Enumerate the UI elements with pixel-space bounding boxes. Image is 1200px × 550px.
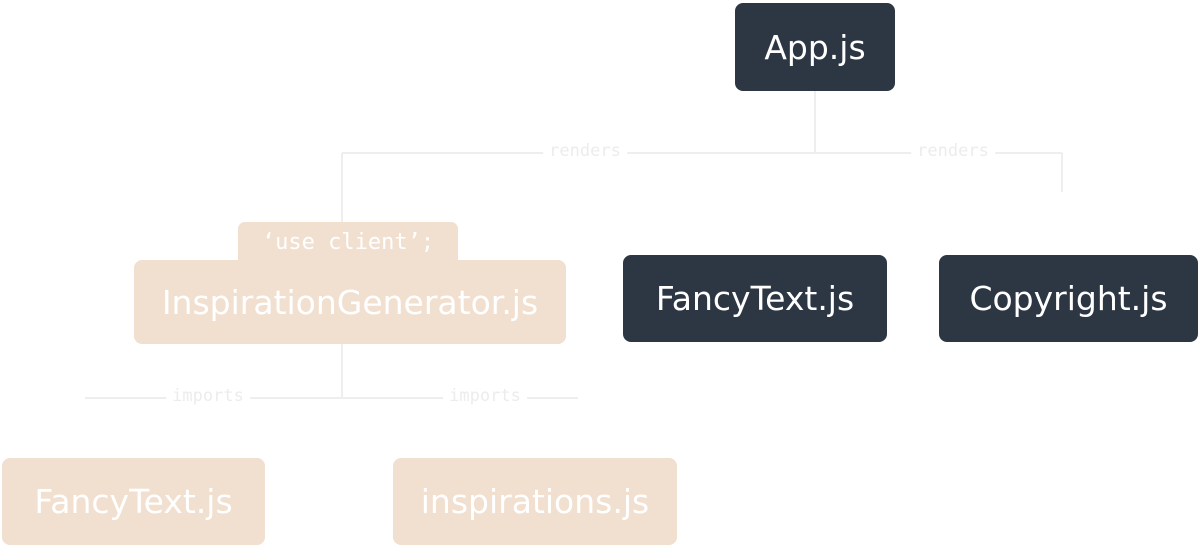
node-fancy-text-js-client: FancyText.js	[2, 458, 265, 545]
node-inspirations-js: inspirations.js	[393, 458, 677, 545]
node-copyright-js: Copyright.js	[939, 255, 1198, 342]
edge-label-renders-copyright: renders	[911, 141, 995, 161]
edge-label-imports-inspirations: imports	[443, 386, 527, 406]
node-app-js: App.js	[735, 3, 895, 91]
use-client-directive-tag: ‘use client’;	[238, 222, 458, 262]
node-fancy-text-js-server: FancyText.js	[623, 255, 887, 342]
node-inspiration-generator-js: InspirationGenerator.js	[134, 260, 566, 344]
edge-label-imports-fancy-text: imports	[166, 386, 250, 406]
edge-label-renders-inspiration-generator: renders	[543, 141, 627, 161]
